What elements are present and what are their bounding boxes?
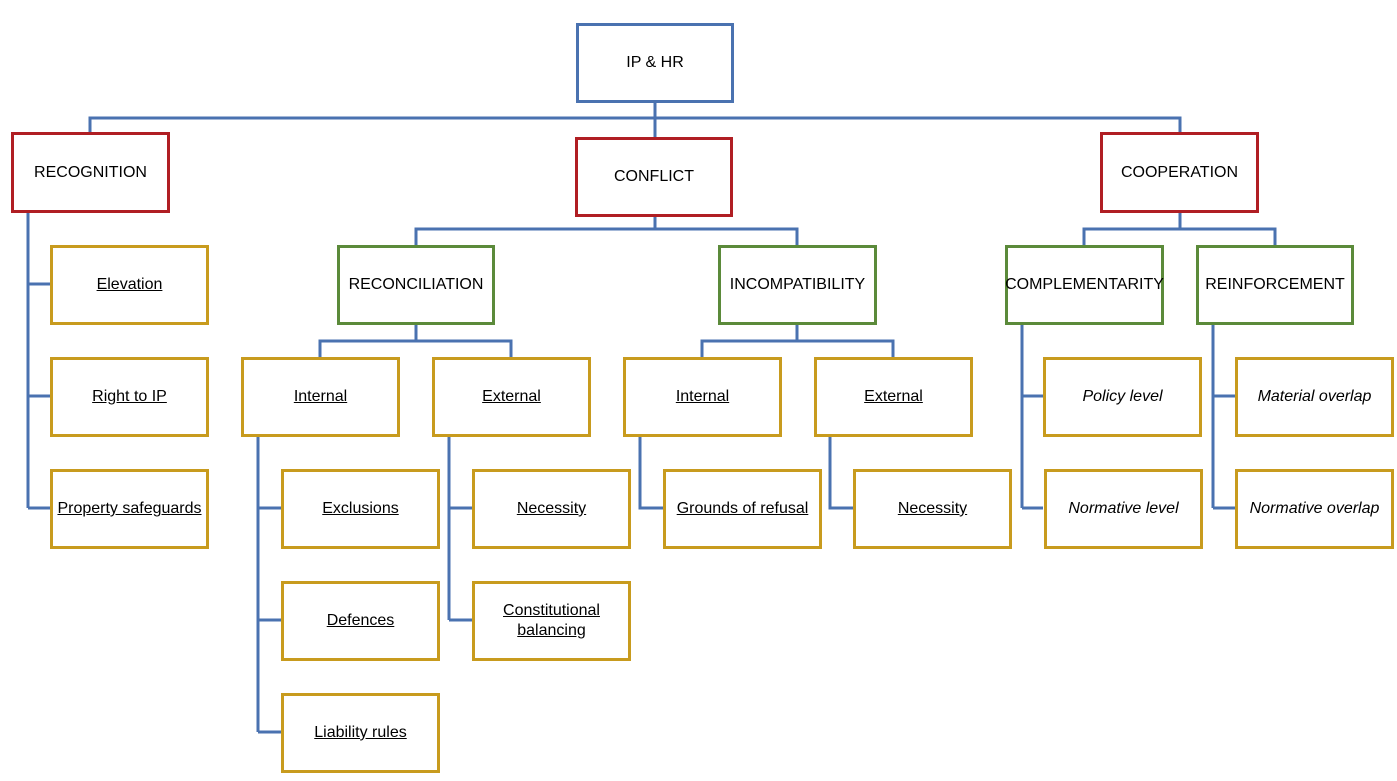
connector-root-bus — [88, 102, 1182, 137]
reinforcement-item-label: Material overlap — [1257, 388, 1372, 405]
cooperation-node: COOPERATION — [1100, 132, 1259, 213]
complementarity-item-label: Normative level — [1068, 500, 1179, 517]
conflict-node: CONFLICT — [575, 137, 733, 217]
incomp-external-item-label: Necessity — [897, 500, 968, 517]
root-node: IP & HR — [576, 23, 734, 103]
complementarity-item-label: Policy level — [1082, 388, 1163, 405]
reinforcement-node: REINFORCEMENT — [1196, 245, 1354, 325]
recon-external-item-label: Constitutional balancing — [503, 602, 600, 639]
recon-internal-item-defences: Defences — [281, 581, 440, 661]
connector-complementarity — [1020, 324, 1043, 510]
root-node-label: IP & HR — [626, 54, 684, 71]
reconciliation-node: RECONCILIATION — [337, 245, 495, 325]
recon-internal-item-label: Defences — [326, 612, 395, 629]
conflict-node-label: CONFLICT — [614, 168, 694, 185]
connector-cooperation — [1082, 212, 1277, 245]
reconciliation-internal-label: Internal — [293, 388, 348, 405]
reconciliation-external-node: External — [432, 357, 591, 437]
connector-conflict — [414, 216, 799, 245]
complementarity-item-policy-level: Policy level — [1043, 357, 1202, 437]
recognition-item-label: Right to IP — [92, 388, 167, 405]
recon-external-item-label: Necessity — [516, 500, 587, 517]
recon-internal-item-label: Exclusions — [322, 500, 399, 517]
recon-internal-item-exclusions: Exclusions — [281, 469, 440, 549]
recon-external-item-constitutional-balancing: Constitutional balancing — [472, 581, 631, 661]
incomp-internal-item-label: Grounds of refusal — [676, 500, 809, 517]
reinforcement-node-label: REINFORCEMENT — [1205, 276, 1345, 293]
recon-internal-item-liability-rules: Liability rules — [281, 693, 440, 773]
incomp-external-item-necessity: Necessity — [853, 469, 1012, 549]
recognition-item-elevation: Elevation — [50, 245, 209, 325]
reinforcement-item-label: Normative overlap — [1249, 500, 1380, 517]
connector-recon-external — [447, 436, 472, 622]
reinforcement-item-normative-overlap: Normative overlap — [1235, 469, 1394, 549]
recognition-item-label: Property safeguards — [57, 500, 202, 517]
recognition-item-property-safeguards: Property safeguards — [50, 469, 209, 549]
connector-reinforcement — [1211, 324, 1235, 510]
recognition-node-label: RECOGNITION — [34, 163, 147, 181]
reconciliation-node-label: RECONCILIATION — [348, 276, 484, 293]
recognition-node: RECOGNITION — [11, 132, 170, 213]
connector-recon-internal — [256, 436, 281, 734]
complementarity-node: COMPLEMENTARITY — [1005, 245, 1164, 325]
reinforcement-item-material-overlap: Material overlap — [1235, 357, 1394, 437]
incomp-internal-item-grounds-of-refusal: Grounds of refusal — [663, 469, 822, 549]
incompatibility-external-node: External — [814, 357, 973, 437]
complementarity-node-label: COMPLEMENTARITY — [1005, 276, 1164, 293]
reconciliation-internal-node: Internal — [241, 357, 400, 437]
connector-incomp-external — [828, 436, 853, 510]
complementarity-item-normative-level: Normative level — [1044, 469, 1203, 549]
recognition-item-right-to-ip: Right to IP — [50, 357, 209, 437]
connector-reconciliation — [318, 324, 513, 357]
recon-internal-item-label: Liability rules — [314, 724, 407, 741]
incompatibility-internal-label: Internal — [675, 388, 730, 405]
incompatibility-external-label: External — [864, 388, 923, 405]
incompatibility-node: INCOMPATIBILITY — [718, 245, 877, 325]
connector-recognition — [26, 212, 50, 510]
recon-external-item-necessity: Necessity — [472, 469, 631, 549]
incompatibility-internal-node: Internal — [623, 357, 782, 437]
reconciliation-external-label: External — [482, 388, 541, 405]
connector-incomp-internal — [638, 436, 663, 510]
connector-incompatibility — [700, 324, 895, 357]
cooperation-node-label: COOPERATION — [1120, 163, 1239, 181]
incompatibility-node-label: INCOMPATIBILITY — [729, 276, 866, 293]
recognition-item-label: Elevation — [96, 276, 163, 293]
